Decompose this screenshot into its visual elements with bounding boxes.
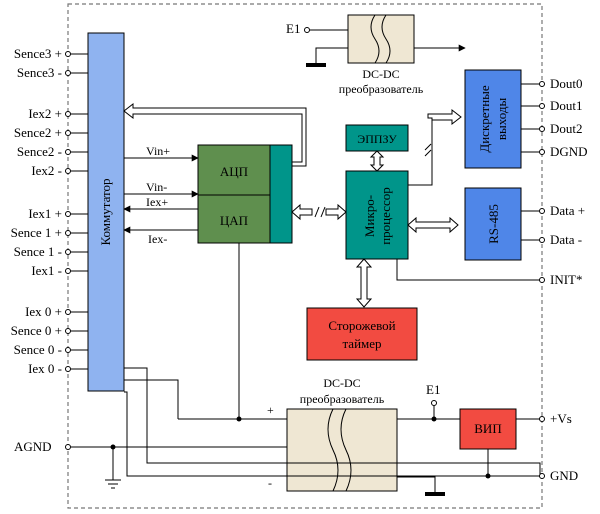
left-pin-group: Sence3 + Sence3 - Iex2 + Sence2 + Sence2 - Ie… xyxy=(11,46,88,376)
left-pin-terminal xyxy=(65,366,71,372)
right-pin-terminal xyxy=(539,126,545,132)
discrete-outputs-label-1: Дискретные xyxy=(477,85,492,153)
adc-block xyxy=(197,144,271,196)
bus-eeprom-cpu xyxy=(369,150,385,172)
dcdc-bottom-subtitle: преобразователь xyxy=(300,392,385,406)
left-pin-label: Sence3 - xyxy=(17,65,62,80)
left-pin-terminal xyxy=(65,328,71,334)
ground-bar-bottom xyxy=(425,492,445,496)
left-pin-terminal xyxy=(65,168,71,174)
microprocessor-label-1: Микро- xyxy=(362,195,377,237)
commutator-block xyxy=(87,32,125,392)
signal-iex-plus: Iex+ xyxy=(146,195,168,209)
left-pin-label: Sence 0 - xyxy=(14,342,62,357)
left-pin-terminal xyxy=(65,111,71,117)
e1-bottom-label: E1 xyxy=(426,382,440,397)
right-pin-terminal xyxy=(539,81,545,87)
left-pin-terminal xyxy=(65,130,71,136)
right-pin-terminal xyxy=(539,473,545,479)
left-pin-terminal xyxy=(65,309,71,315)
right-pin-label: Data - xyxy=(550,232,582,247)
left-pin-terminal xyxy=(65,347,71,353)
dcdc-top-group: E1 DC-DC преобразователь xyxy=(286,14,466,96)
left-pin-terminal xyxy=(65,230,71,236)
signal-vin-minus: Vin- xyxy=(146,180,167,194)
left-pin-label: Iex1 + xyxy=(28,206,62,221)
left-pin-label: Sence 1 - xyxy=(14,244,62,259)
right-pin-terminal xyxy=(539,277,545,283)
right-pin-terminal xyxy=(539,208,545,214)
device-enclosure xyxy=(67,3,543,509)
right-pin-terminal xyxy=(539,149,545,155)
dcdc-bottom-minus: - xyxy=(268,476,272,490)
right-pin-label: INIT* xyxy=(550,272,583,287)
rs485-label: RS-485 xyxy=(486,204,501,244)
dac-block xyxy=(197,194,271,244)
agnd-label: AGND xyxy=(14,439,52,454)
dcdc-bottom-title: DC-DC xyxy=(323,376,360,390)
right-pin-label: Dout2 xyxy=(550,121,583,136)
right-pin-terminal xyxy=(539,103,545,109)
e1-top-label: E1 xyxy=(286,21,300,36)
dcdc-top xyxy=(347,14,415,64)
left-pin-label: Iex 0 - xyxy=(28,361,62,376)
left-pin-label: Sence 0 + xyxy=(11,323,62,338)
left-pin-label: Sence2 + xyxy=(14,125,62,140)
left-pin-terminal xyxy=(65,268,71,274)
right-pin-label: Dout1 xyxy=(550,98,583,113)
left-pin-terminal xyxy=(65,51,71,57)
bus-cpu-watchdog xyxy=(355,258,373,308)
left-pin-terminal xyxy=(65,149,71,155)
agnd-terminal xyxy=(65,444,71,450)
adc-label: АЦП xyxy=(220,164,248,179)
left-pin-terminal xyxy=(65,211,71,217)
signal-vin-plus: Vin+ xyxy=(146,144,170,158)
watchdog-label-1: Сторожевой xyxy=(328,318,395,333)
bus-adc-cpu xyxy=(291,203,347,221)
ground-bar-top xyxy=(306,63,326,67)
discrete-outputs-label-2: выходы xyxy=(494,98,509,141)
microprocessor-label-2: процессор xyxy=(378,187,393,245)
dcdc-bottom-group: DC-DC преобразователь + - E1 xyxy=(267,376,460,496)
left-pin-label: Iex2 + xyxy=(28,106,62,121)
right-pin-terminal xyxy=(539,237,545,243)
right-pin-label: Data + xyxy=(550,203,585,218)
e1-top-terminal xyxy=(304,27,310,33)
left-pin-terminal xyxy=(65,249,71,255)
commutator-label: Коммутатор xyxy=(98,178,113,245)
vip-label: ВИП xyxy=(474,421,501,436)
dcdc-top-title: DC-DC xyxy=(362,67,399,81)
right-pin-terminal xyxy=(539,416,545,422)
control-bus-to-commutator xyxy=(123,102,307,167)
vip-block xyxy=(459,408,517,450)
right-pin-label: GND xyxy=(550,468,578,483)
bus-cpu-rs485 xyxy=(407,216,459,234)
arrow-to-discrete xyxy=(427,108,462,126)
left-pin-terminal xyxy=(65,70,71,76)
e1-bottom-terminal xyxy=(431,400,437,406)
watchdog-block xyxy=(306,307,418,361)
right-pin-label: DGND xyxy=(550,144,588,159)
left-pin-label: Iex1 - xyxy=(31,263,62,278)
dac-label: ЦАП xyxy=(220,213,248,228)
left-pin-label: Iex2 - xyxy=(31,163,62,178)
right-pin-label: Dout0 xyxy=(550,76,583,91)
dcdc-top-subtitle: преобразователь xyxy=(339,82,424,96)
signal-iex-minus: Iex- xyxy=(148,232,167,246)
eeprom-label: ЭППЗУ xyxy=(357,132,397,146)
left-pin-label: Sence2 - xyxy=(17,144,62,159)
left-pin-label: Sence3 + xyxy=(14,46,62,61)
left-pin-label: Iex 0 + xyxy=(25,304,62,319)
microprocessor-block xyxy=(345,170,409,260)
rs485-block xyxy=(464,187,522,261)
watchdog-label-2: таймер xyxy=(342,336,381,351)
dcdc-bottom-plus: + xyxy=(267,403,274,417)
discrete-outputs-block xyxy=(464,69,522,169)
right-pin-label: +Vs xyxy=(550,411,572,426)
adc-dac-interface-block xyxy=(269,144,293,244)
left-pin-label: Sence 1 + xyxy=(11,225,62,240)
